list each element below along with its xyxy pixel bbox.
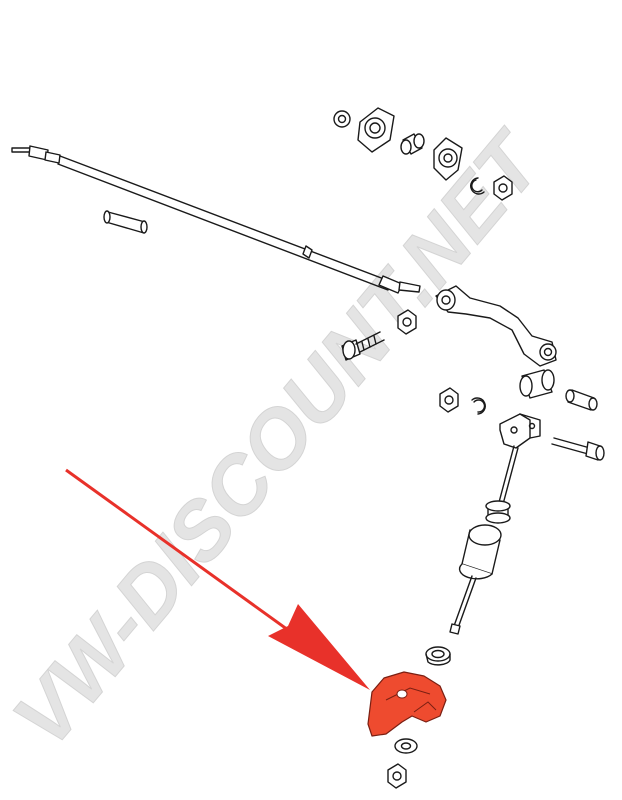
bolt-middle bbox=[341, 331, 385, 361]
washer-upper bbox=[333, 110, 351, 128]
nut-upper bbox=[493, 175, 513, 201]
shift-rod bbox=[11, 145, 421, 294]
nut-bottom bbox=[387, 763, 407, 789]
watermark-text: VW-DISCOUNT.NET bbox=[0, 114, 561, 763]
plastic-bushing-lower bbox=[565, 389, 598, 411]
circlip-upper bbox=[470, 177, 485, 195]
shift-lever bbox=[449, 445, 519, 635]
rubber-bushing bbox=[519, 369, 555, 399]
plastic-bushing-upper bbox=[400, 133, 425, 155]
guide-flange-right bbox=[433, 137, 463, 181]
washer-bottom bbox=[394, 738, 418, 754]
rod-bushing bbox=[103, 210, 148, 234]
highlight-arrow bbox=[65, 468, 370, 690]
lever-hook bbox=[435, 285, 557, 367]
shift-lever-mount bbox=[499, 413, 541, 449]
bolt-lower bbox=[551, 437, 605, 461]
nut-lower bbox=[439, 387, 459, 413]
watermark: VW-DISCOUNT.NET bbox=[0, 114, 562, 764]
lever-ball-cup bbox=[425, 646, 451, 666]
lever-base-bracket[interactable] bbox=[367, 671, 447, 737]
guide-flange-upper bbox=[357, 107, 395, 153]
nut-middle bbox=[397, 309, 417, 335]
circlip-lower bbox=[471, 397, 486, 415]
